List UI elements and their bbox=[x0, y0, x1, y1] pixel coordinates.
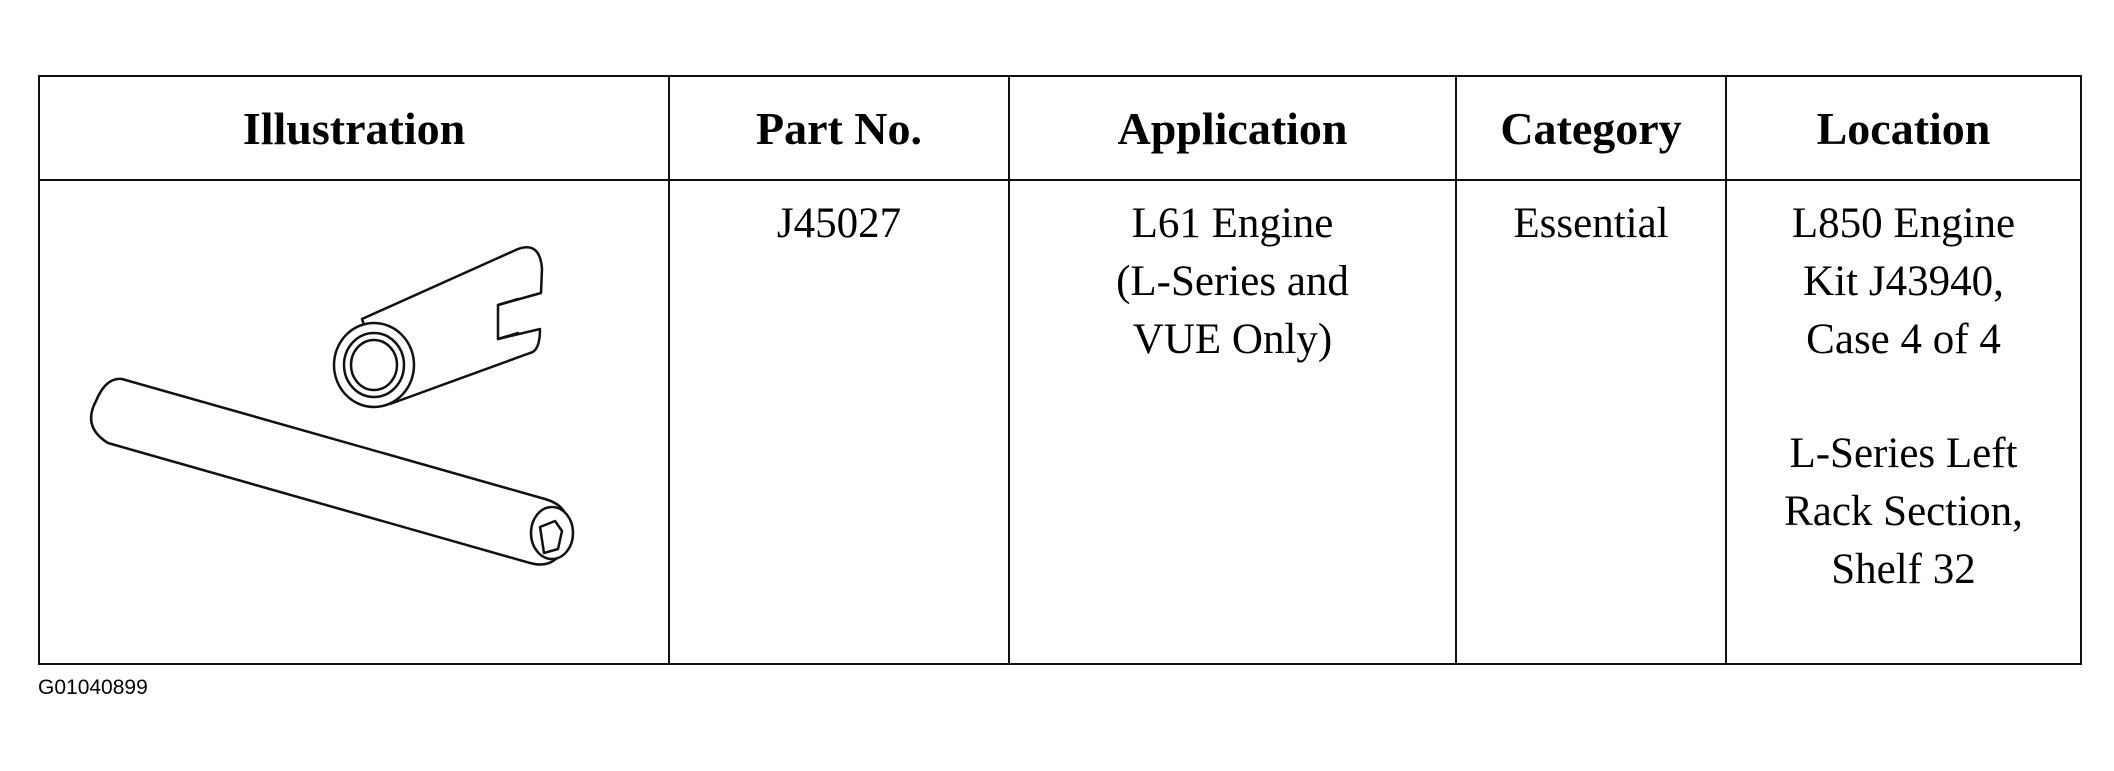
rod-key bbox=[538, 519, 564, 555]
figure-code: G01040899 bbox=[38, 676, 148, 699]
location-cell: L850 Engine Kit J43940, Case 4 of 4 L-Se… bbox=[1725, 179, 2082, 665]
application-line: L61 Engine bbox=[1131, 200, 1334, 247]
application-line: (L-Series and bbox=[1116, 258, 1349, 305]
location-line: Kit J43940, bbox=[1803, 258, 2004, 305]
rod-body bbox=[89, 377, 570, 566]
table-row: J45027 L61 Engine (L-Series and VUE Only… bbox=[38, 179, 2082, 665]
location-line: L-Series Left bbox=[1789, 430, 2018, 477]
part-number-cell: J45027 bbox=[668, 179, 1010, 665]
header-location: Location bbox=[1725, 75, 2082, 181]
application-line: VUE Only) bbox=[1132, 316, 1333, 363]
category-cell: Essential bbox=[1455, 179, 1727, 665]
category-value: Essential bbox=[1513, 200, 1669, 247]
special-tool-table: Illustration Part No. Application Catego… bbox=[38, 75, 2082, 665]
part-number: J45027 bbox=[776, 200, 902, 247]
location-line: Shelf 32 bbox=[1831, 546, 1976, 593]
header-application: Application bbox=[1008, 75, 1457, 181]
header-category: Category bbox=[1455, 75, 1727, 181]
location-line: L850 Engine bbox=[1791, 200, 2016, 247]
illustration-cell bbox=[38, 179, 670, 665]
table-header-row: Illustration Part No. Application Catego… bbox=[38, 75, 2082, 181]
header-illustration: Illustration bbox=[38, 75, 670, 181]
header-part-no: Part No. bbox=[668, 75, 1010, 181]
location-line: Rack Section, bbox=[1784, 488, 2023, 535]
application-cell: L61 Engine (L-Series and VUE Only) bbox=[1008, 179, 1457, 665]
tool-pin-and-sleeve-icon bbox=[89, 246, 575, 566]
sleeve-notch bbox=[496, 297, 520, 341]
location-line: Case 4 of 4 bbox=[1806, 316, 2001, 363]
sleeve-end-inner bbox=[349, 338, 399, 392]
